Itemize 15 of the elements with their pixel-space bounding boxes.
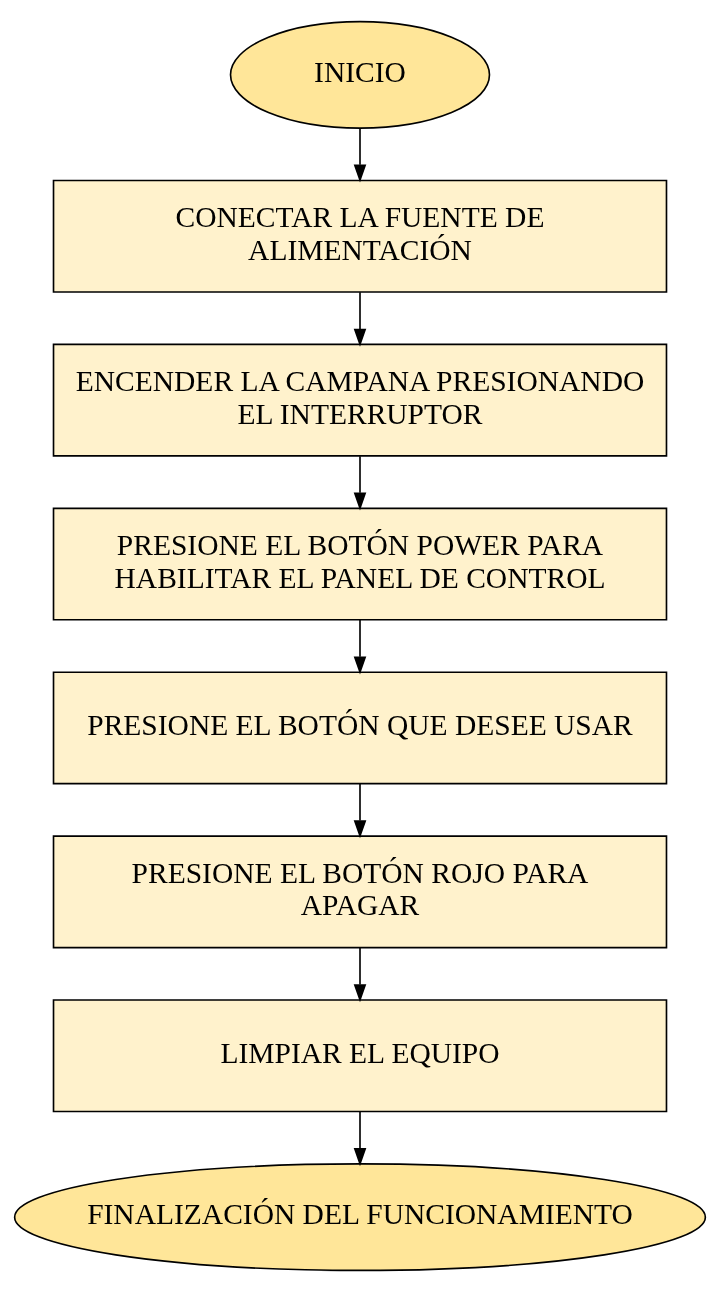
node-box: PRESIONE EL BOTÓN ROJO PARA APAGAR [52, 834, 668, 948]
node-box: ENCENDER LA CAMPANA PRESIONANDO EL INTERRUPTOR [52, 343, 668, 457]
node-box: PRESIONE EL BOTÓN POWER PARA HABILITAR EL PANEL DE CONTROL [52, 507, 668, 621]
node-ellipse: FINALIZACIÓN DEL FUNCIONAMIENTO [13, 1162, 707, 1271]
arrow [353, 126, 367, 182]
node-box: CONECTAR LA FUENTE DE ALIMENTACIÓN [52, 179, 668, 293]
arrow [353, 1110, 367, 1166]
node-ellipse: INICIO [229, 20, 491, 129]
node-box: PRESIONE EL BOTÓN QUE DESEE USAR [52, 670, 668, 784]
arrow [353, 782, 367, 838]
arrow [353, 618, 367, 674]
arrow [353, 290, 367, 347]
arrow [353, 946, 367, 1002]
node-box: LIMPIAR EL EQUIPO [52, 998, 668, 1112]
arrow [353, 454, 367, 511]
